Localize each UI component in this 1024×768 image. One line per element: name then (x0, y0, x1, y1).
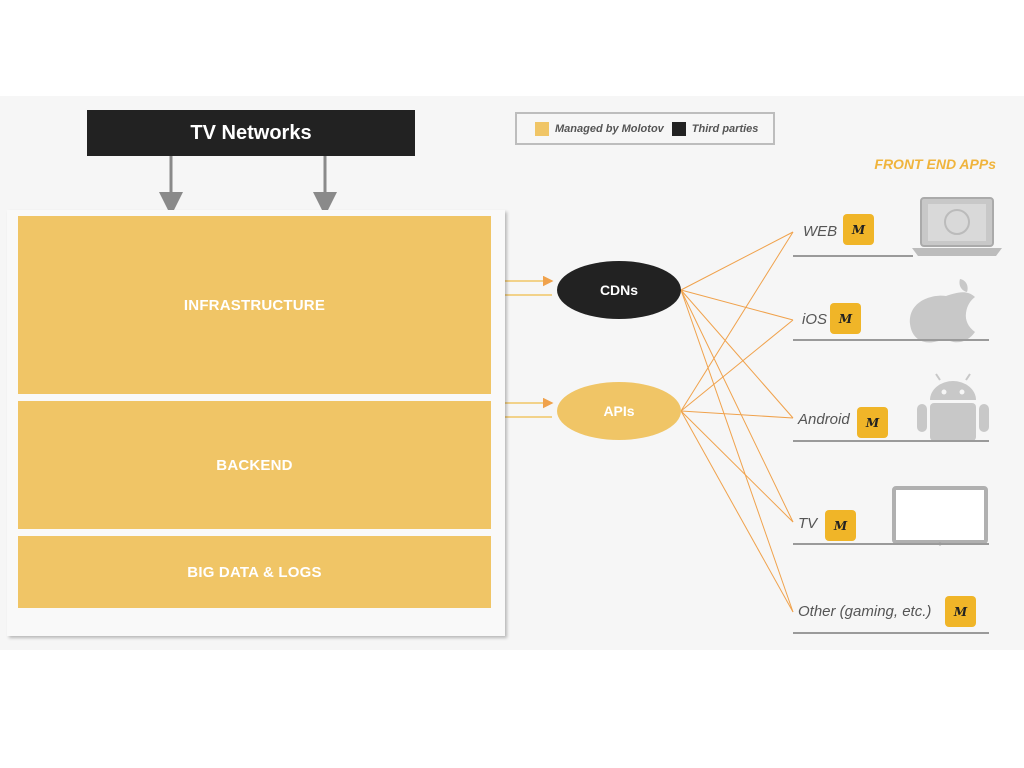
cdns-other-line (680, 289, 794, 613)
tv-icon (892, 486, 988, 546)
backend-block: BACKEND (18, 401, 491, 529)
molotov-badge-ios: M (830, 303, 861, 334)
cdns-web-line (680, 231, 794, 291)
molotov-badge-tv: M (825, 510, 856, 541)
app-connector-lines (680, 231, 794, 613)
app-rule-web (793, 255, 913, 257)
legend-third-label: Third parties (691, 122, 759, 135)
app-label-tv: TV (798, 515, 818, 532)
app-label-web: WEB (803, 223, 838, 240)
app-label-android: Android (798, 411, 850, 428)
big-data-logs-block: BIG DATA & LOGS (18, 536, 491, 608)
app-rule-android (793, 440, 989, 442)
front-end-title: FRONT END APPs (874, 156, 996, 172)
legend-managed-label: Managed by Molotov (555, 122, 664, 135)
app-label-other: Other (gaming, etc.) (798, 603, 932, 620)
tv-networks-box: TV Networks (87, 110, 415, 156)
molotov-badge-web: M (843, 214, 874, 245)
apis-tv-line (680, 410, 794, 523)
cdns-node: CDNs (557, 261, 681, 319)
apple-icon (909, 279, 975, 343)
apis-android-line (680, 410, 794, 419)
app-rule-tv (793, 543, 989, 545)
apis-node: APIs (557, 382, 681, 440)
android-icon (917, 373, 989, 441)
apis-ios-line (680, 319, 794, 412)
app-rule-ios (793, 339, 989, 341)
app-label-ios: iOS (802, 311, 828, 328)
cdns-tv-line (680, 289, 794, 523)
legend-third-swatch (671, 121, 686, 136)
apis-web-line (680, 231, 794, 412)
legend-managed-swatch (535, 121, 549, 136)
app-rule-other (793, 632, 989, 634)
cdns-android-line (680, 289, 794, 419)
legend: Managed by Molotov Third parties (515, 112, 775, 145)
cdns-ios-line (680, 289, 794, 321)
molotov-badge-other: M (945, 596, 976, 627)
apis-other-line (680, 410, 794, 613)
infrastructure-block: INFRASTRUCTURE (18, 216, 491, 394)
molotov-badge-android: M (857, 407, 888, 438)
laptop-icon (912, 197, 1002, 256)
